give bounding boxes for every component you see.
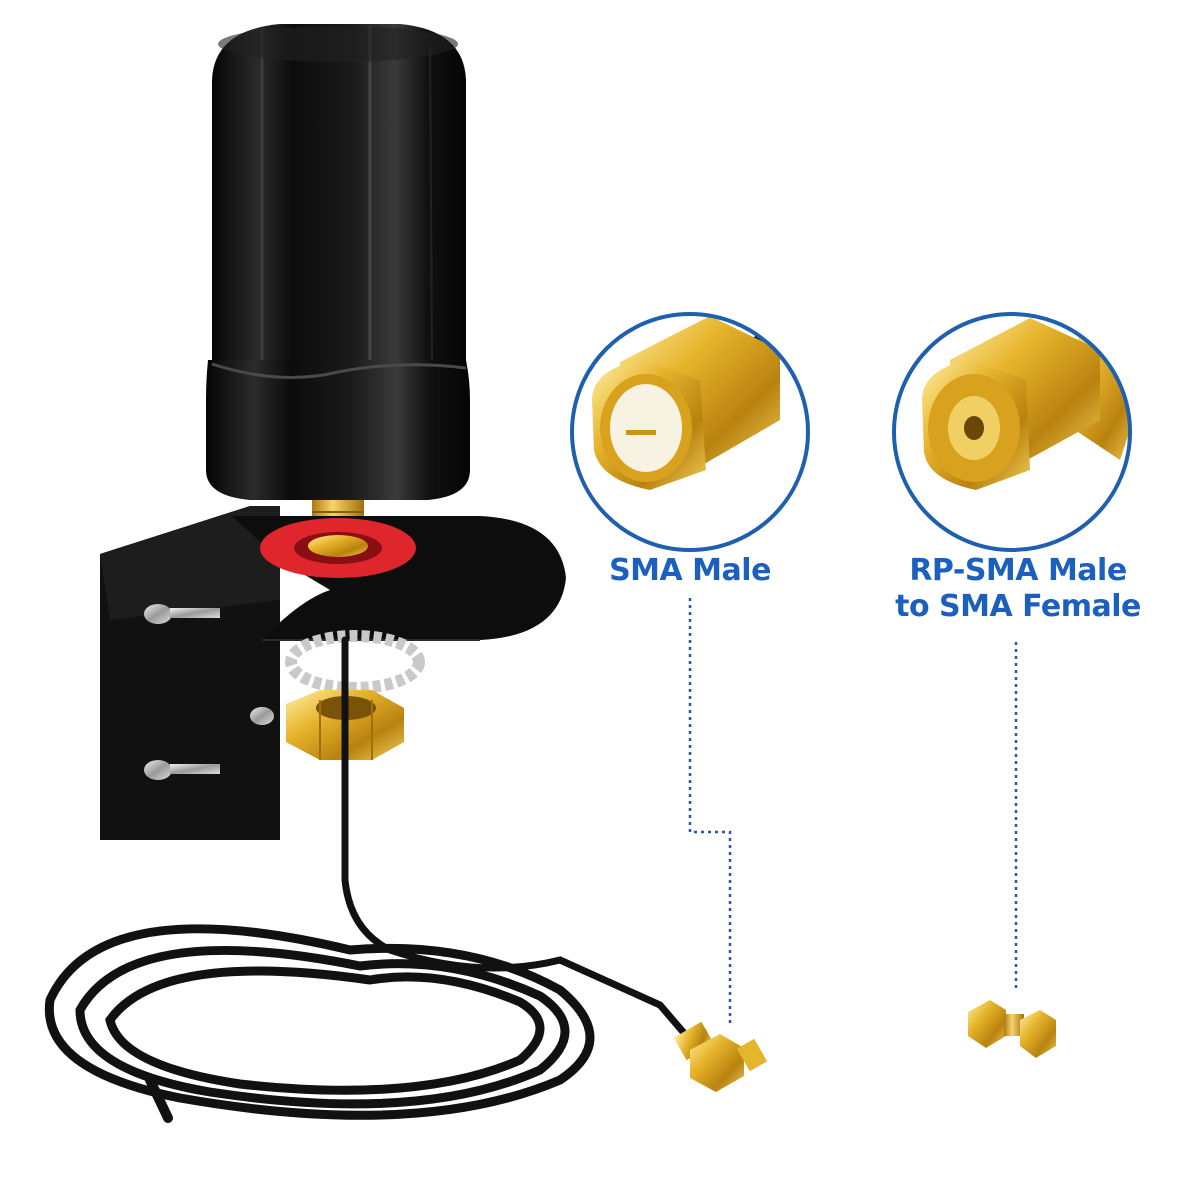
- sma-male-cable-connector: [673, 1021, 768, 1092]
- rp-sma-text-line2: to SMA Female: [895, 589, 1141, 624]
- rp-sma-label: RP-SMA Male to SMA Female: [868, 553, 1168, 625]
- sma-male-label: SMA Male: [600, 553, 780, 589]
- coax-cable: [44, 636, 694, 1123]
- rp-sma-callout: [892, 312, 1132, 552]
- rp-sma-text-line1: RP-SMA Male: [909, 553, 1127, 588]
- antenna-body: [206, 24, 470, 500]
- callout-lines: [688, 598, 1018, 1024]
- bracket-screws: [144, 604, 274, 780]
- red-gasket: [260, 518, 416, 578]
- sma-male-text: SMA Male: [609, 553, 771, 588]
- lock-washer: [285, 630, 425, 694]
- rp-sma-adapter: [968, 1000, 1056, 1058]
- sma-male-callout: [570, 312, 810, 552]
